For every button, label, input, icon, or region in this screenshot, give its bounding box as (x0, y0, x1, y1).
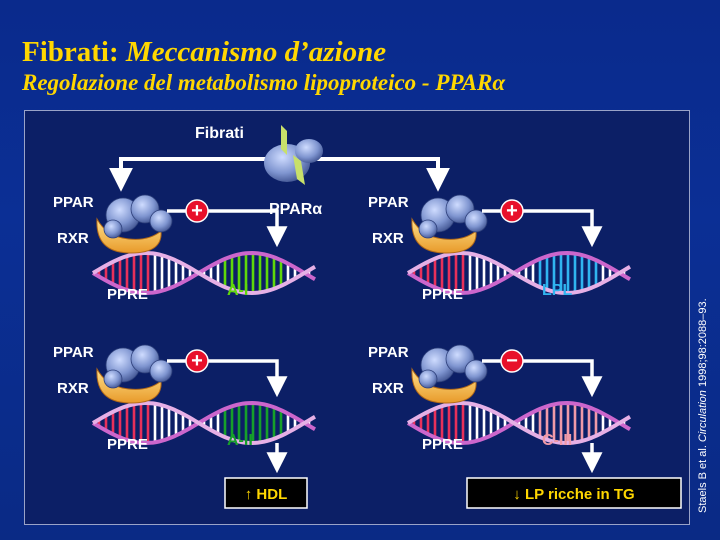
dna-rungs (412, 403, 626, 443)
rxr-label: RXR (372, 380, 404, 397)
rxr-label: RXR (372, 230, 404, 247)
dna-strand (406, 251, 631, 296)
dna-strand (91, 251, 316, 296)
slide-subtitle: Regolazione del metabolismo lipoproteico… (22, 70, 506, 95)
dna-strand (91, 250, 316, 295)
gene-panel: PPAR RXR PPRE A-II + (53, 344, 316, 474)
outcome-label: ↑ HDL (245, 486, 288, 503)
citation-authors: Staels B et al. (697, 445, 709, 513)
effect-sign: + (506, 200, 518, 222)
rxr-label: RXR (57, 230, 89, 247)
outcome-box: ↑ HDL (224, 477, 308, 509)
ppre-label: PPRE (422, 436, 463, 453)
gene-label: C-III (542, 432, 572, 449)
gene-panel: PPAR RXR PPRE A-I + (53, 194, 316, 303)
title-italic: Meccanismo d’azione (125, 36, 387, 68)
effect-sign: + (191, 350, 203, 372)
dna-strand (406, 401, 631, 446)
ppre-label: PPRE (107, 436, 148, 453)
citation: Staels B et al. Circulation 1998;98:2088… (697, 298, 709, 513)
gene-label: A-I (227, 282, 248, 299)
outcome-label: ↓ LP ricche in TG (513, 486, 634, 503)
plus-icon (185, 199, 209, 223)
slide-title: Fibrati: Meccanismo d’azione (22, 36, 386, 69)
regulation-arrow (167, 359, 288, 398)
dna-rungs (412, 253, 626, 293)
ppar-label: PPAR (368, 344, 409, 361)
dna-strand (406, 250, 631, 295)
regulation-arrow (482, 359, 603, 398)
plus-icon (500, 199, 524, 223)
ppar-label: PPAR (53, 344, 94, 361)
drug-label: Fibrati (195, 125, 244, 142)
ppar-protein (103, 344, 173, 389)
ppre-label: PPRE (422, 286, 463, 303)
gene-label: LPL (542, 282, 572, 299)
dna-strand (91, 401, 316, 446)
receptor-label: PPARα (269, 201, 322, 218)
dna-strand (91, 400, 316, 445)
minus-icon (500, 349, 524, 373)
regulation-arrow (167, 209, 288, 248)
gene-panel: PPAR RXR PPRE C-III − (368, 344, 631, 474)
ppre-label: PPRE (107, 286, 148, 303)
mechanism-diagram: Fibrati PPARα PPAR RXR PPRE A-I + PPAR RXR PPRE… (53, 125, 682, 509)
citation-ref: 1998;98:2088–93. (697, 298, 709, 388)
effect-sign: + (191, 200, 203, 222)
ppar-label: PPAR (53, 194, 94, 211)
citation-journal: Circulation (697, 390, 709, 443)
effect-sign: − (506, 350, 518, 372)
regulation-arrow (482, 209, 603, 248)
ppar-label: PPAR (368, 194, 409, 211)
rxr-label: RXR (57, 380, 89, 397)
ppar-protein (418, 344, 488, 389)
gene-panel: PPAR RXR PPRE LPL + (368, 194, 631, 303)
gene-label: A-II (227, 432, 253, 449)
fibrate-molecule (264, 125, 323, 185)
title-main: Fibrati: (22, 36, 119, 68)
arrow-to-left-panel (109, 157, 297, 192)
ppar-protein (103, 194, 173, 239)
outcome-box: ↓ LP ricche in TG (466, 477, 682, 509)
ppar-protein (418, 194, 488, 239)
arrow-to-right-panel (297, 157, 450, 192)
diagram-panel: Fibrati PPARα PPAR RXR PPRE A-I + PPAR RXR PPRE… (24, 110, 690, 525)
dna-strand (406, 400, 631, 445)
plus-icon (185, 349, 209, 373)
